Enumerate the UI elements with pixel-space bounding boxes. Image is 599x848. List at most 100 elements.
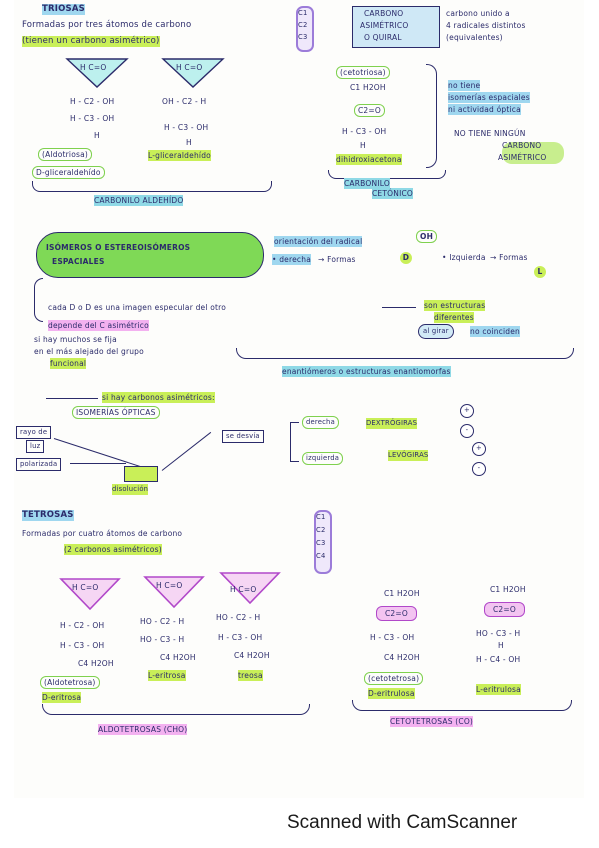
l-erythrulose-c3: HO - C3 - H — [476, 629, 521, 638]
optica-left: izquierda — [302, 452, 344, 465]
mirror-arrow — [382, 307, 416, 308]
cetotetrosas: CETOTETROSAS (CO) — [390, 716, 474, 727]
d-glyceraldehyde-label: D-gliceraldehído — [32, 166, 105, 179]
isomeros-line-1: ISÓMEROS O ESTEREOISÓMEROS — [46, 243, 191, 252]
depends-2: si hay muchos se fija — [34, 335, 117, 344]
treosa-c2: HO - C2 - H — [216, 613, 261, 622]
tetrosas-chain-c2: C2 — [316, 526, 326, 534]
d-erythrulose-c2: C2=O — [376, 606, 417, 621]
optica-arrow — [46, 398, 98, 399]
d-glyceraldehyde-bottom: H — [94, 131, 100, 140]
tetrosas-chain-c3: C3 — [316, 539, 326, 547]
isomeros-line-2: ESPACIALES — [52, 257, 105, 266]
triosas-title: TRIOSAS — [42, 4, 85, 15]
treosa-c4: C4 H2OH — [234, 651, 270, 660]
dextrogiras: DEXTRÓGIRAS — [366, 418, 418, 429]
levogiras: LEVÓGIRAS — [388, 450, 429, 461]
dextro-plus: + — [460, 404, 474, 418]
oh-circle: OH — [416, 230, 438, 243]
dha-c3: H - C3 - OH — [342, 127, 387, 136]
carbono-asimetrico-term-1: CARBONO — [364, 9, 404, 18]
chain-c2: C2 — [298, 21, 308, 29]
tetrosas-title: TETROSAS — [22, 510, 74, 521]
d-glyceraldehyde-triangle — [64, 56, 130, 94]
carbono-asimetrico-def-2: 4 radicales distintos — [446, 21, 526, 30]
carbonilo-aldehido-brace — [32, 181, 272, 192]
camscanner-watermark: Scanned with CamScanner — [287, 812, 518, 833]
ray-2: luz — [26, 440, 45, 453]
l-erythrose-c3: HO - C3 - H — [140, 635, 185, 644]
d-erythrose-c2: H - C2 - OH — [60, 621, 105, 630]
dha-c1: C1 H2OH — [350, 83, 386, 92]
l-glyceraldehyde-top: H C=O — [176, 63, 203, 72]
no-isomers-1: no tiene — [448, 80, 481, 91]
isomeros-cloud — [36, 232, 264, 278]
d-erythrose-label: D-eritrosa — [42, 692, 82, 703]
no-match: no coinciden — [470, 326, 521, 337]
levo-plus: + — [472, 442, 486, 456]
triosas-have: (tienen un carbono asimétrico) — [22, 36, 160, 47]
optica-branch — [290, 422, 299, 462]
no-isomers-2: isomerías espaciales — [448, 92, 530, 103]
d-erythrose-c4: C4 H2OH — [78, 659, 114, 668]
d-erythrose-triangle — [58, 576, 122, 616]
tetrosas-formed-by: Formadas por cuatro átomos de carbono — [22, 529, 183, 538]
carbonilo-cetonico-1: CARBONILO — [344, 178, 390, 189]
aldotriosa-label: (Aldotriosa) — [38, 148, 93, 161]
cetotriosa-right-brace — [426, 64, 437, 168]
left-result: → Formas — [490, 253, 528, 262]
optica-right: derecha — [302, 416, 339, 429]
l-glyceraldehyde-bottom: H — [186, 138, 192, 147]
no-asym-1: NO TIENE NINGÚN — [454, 129, 526, 138]
triosas-formed-by: Formadas por tres átomos de carbono — [22, 20, 192, 30]
chain-c1: C1 — [298, 9, 308, 17]
different-structures-2: diferentes — [434, 312, 474, 323]
d-glyceraldehyde-top: H C=O — [80, 63, 107, 72]
treosa-triangle — [218, 570, 282, 610]
orientation-label: orientación del radical — [274, 236, 363, 247]
aldotetrosas-brace — [42, 704, 310, 715]
polarized: polarizada — [16, 458, 62, 471]
triosas-carbon-chain — [296, 6, 314, 52]
l-letter: L — [534, 266, 546, 278]
depends-4: funcional — [50, 358, 87, 369]
ray-1: rayo de — [16, 426, 52, 439]
tetrosas-carbon-chain — [314, 510, 332, 574]
l-erythrose-triangle — [142, 574, 206, 614]
no-isomers-3: ni actividad óptica — [448, 104, 521, 115]
dextro-minus: - — [460, 424, 474, 438]
each-image-mirror: cada D o D es una imagen especular del o… — [48, 303, 227, 312]
left-orientation: • Izquierda — [442, 253, 486, 262]
tetrosas-chain-c1: C1 — [316, 513, 326, 521]
dissolution: disolución — [112, 484, 149, 495]
carbono-asimetrico-term-3: O QUIRAL — [364, 33, 402, 42]
no-asym-highlight — [502, 142, 564, 164]
l-erythrulose-c4: H - C4 - OH — [476, 655, 521, 664]
treosa-c3: H - C3 - OH — [218, 633, 263, 642]
enantiomers-brace — [236, 348, 574, 359]
cetotriosa-label: (cetotriosa) — [336, 66, 390, 79]
cetotetrosas-brace — [352, 700, 572, 711]
d-glyceraldehyde-c3: H - C3 - OH — [70, 114, 115, 123]
l-erythrose-c2: HO - C2 - H — [140, 617, 185, 626]
carbono-asimetrico-term-2: ASIMÉTRICO — [360, 21, 409, 30]
l-glyceraldehyde-label: L-gliceraldehído — [148, 150, 211, 161]
dha-bottom: H — [360, 141, 366, 150]
cetotetrosa-label: (cetotetrosa) — [364, 672, 424, 685]
flip-label: al girar — [418, 324, 454, 339]
dissolution-cell — [124, 466, 158, 482]
l-glyceraldehyde-triangle — [160, 56, 226, 94]
enantiomers: enantiómeros o estructuras enantiomorfas — [282, 366, 451, 377]
no-asym-3: ASIMÉTRICO — [498, 153, 547, 162]
different-structures: son estructuras — [424, 300, 486, 311]
treosa-top: H C=O — [230, 585, 257, 594]
right-result: → Formas — [318, 255, 356, 264]
levo-minus: - — [472, 462, 486, 476]
l-erythrulose-c1: C1 H2OH — [490, 585, 526, 594]
d-erythrose-top: H C=O — [72, 583, 99, 592]
treosa-label: treosa — [238, 670, 263, 681]
l-erythrulose-h: H — [498, 641, 504, 650]
carbonilo-cetonico-2: CETÓNICO — [372, 188, 414, 199]
l-erythrose-label: L-eritrosa — [148, 670, 186, 681]
l-glyceraldehyde-c3: H - C3 - OH — [164, 123, 209, 132]
